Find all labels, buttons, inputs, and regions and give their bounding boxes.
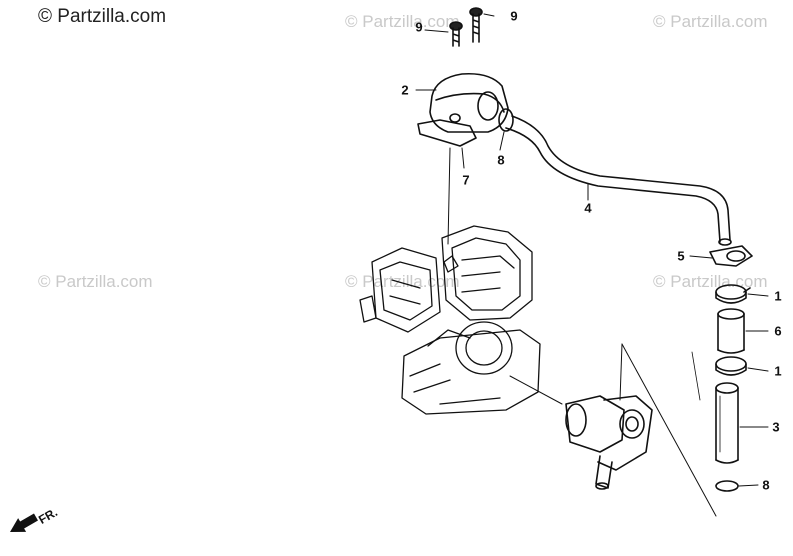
callout-5: 5	[677, 248, 685, 264]
bolt-part	[449, 21, 463, 47]
o-ring-part	[498, 108, 514, 132]
callout-8: 8	[762, 477, 770, 493]
engine-block-illustration	[359, 225, 541, 415]
callout-7: 7	[462, 172, 470, 188]
callout-9: 9	[415, 19, 423, 35]
partzilla-watermark-main: © Partzilla.com	[38, 6, 167, 27]
partzilla-watermark: © Partzilla.com	[345, 12, 460, 31]
o-ring-part	[715, 480, 739, 492]
rubber-sleeve-part	[717, 308, 745, 354]
partzilla-watermark: © Partzilla.com	[653, 12, 768, 31]
partzilla-watermark: © Partzilla.com	[38, 272, 153, 291]
gasket-plate-part	[709, 245, 753, 267]
reed-valve-cover-part	[417, 72, 509, 147]
air-hose-part	[715, 382, 739, 464]
callout-3: 3	[772, 419, 780, 435]
callout-6: 6	[774, 323, 782, 339]
water-joint-housing-part	[565, 395, 653, 490]
callout-9: 9	[510, 8, 518, 24]
hose-clamp-part	[715, 284, 751, 304]
air-supply-pipe-part	[505, 115, 732, 246]
callout-2: 2	[401, 82, 409, 98]
hose-clamp-part	[715, 356, 747, 376]
callout-8: 8	[497, 152, 505, 168]
bolt-part	[469, 7, 483, 43]
callout-4: 4	[584, 200, 592, 216]
callout-1: 1	[774, 288, 782, 304]
front-direction-arrow	[10, 513, 38, 532]
callout-1: 1	[774, 363, 782, 379]
